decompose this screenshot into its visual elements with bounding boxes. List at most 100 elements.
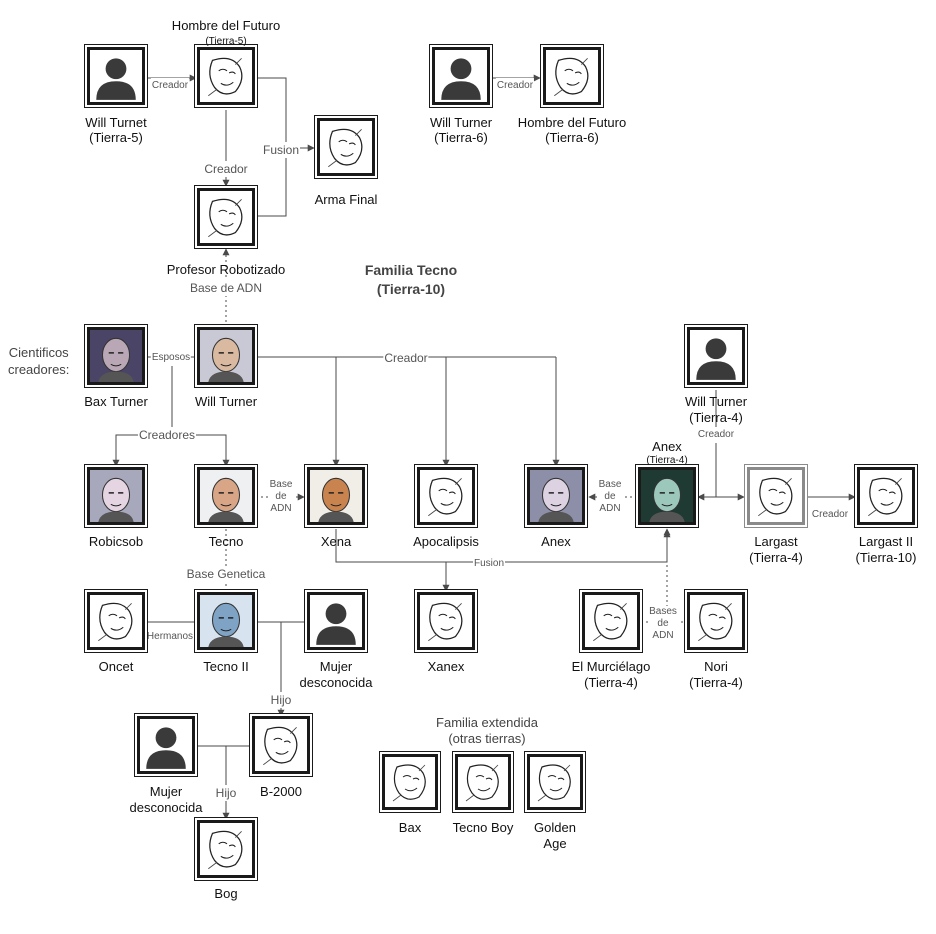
character-subtitle: (Tierra-4) — [749, 550, 803, 566]
character-portrait — [750, 470, 802, 522]
character-portrait — [310, 470, 362, 522]
portrait-largast2[interactable] — [857, 467, 915, 525]
edge-label-base-adn: Base de ADN — [598, 479, 623, 515]
character-name: Xanex — [428, 659, 465, 675]
character-name: Tecno II — [203, 659, 249, 675]
portrait-will-t5[interactable] — [87, 47, 145, 105]
edge-label-line: de — [649, 618, 677, 630]
character-name: Hombre del Futuro — [172, 18, 280, 34]
character-name: Bax Turner — [84, 394, 148, 410]
edge-label-creador: Creador — [203, 161, 248, 177]
silhouette-icon — [310, 595, 362, 647]
character-portrait — [255, 719, 307, 771]
edge-label-line: de — [270, 491, 293, 503]
portrait-largast[interactable] — [747, 467, 805, 525]
edge-label-creador: Creador — [697, 427, 735, 443]
portrait-bax-turner[interactable] — [87, 327, 145, 385]
portrait-hdf-t6[interactable] — [543, 47, 601, 105]
portrait-apocalipsis[interactable] — [417, 467, 475, 525]
edge-label-line: de — [599, 491, 622, 503]
character-subtitle: (Tierra-5) — [89, 130, 143, 146]
character-portrait — [530, 757, 580, 807]
character-name: Anex — [652, 439, 682, 455]
character-name: El Murciélago — [572, 659, 651, 675]
character-name: Arma Final — [315, 192, 378, 208]
character-subtitle: (Tierra-10) — [856, 550, 917, 566]
character-name: Will Turner — [195, 394, 257, 410]
portrait-will-turner[interactable] — [197, 327, 255, 385]
portrait-mujer2[interactable] — [137, 716, 195, 774]
character-name: Tecno — [209, 534, 244, 550]
character-portrait — [200, 330, 252, 382]
character-subtitle: (Tierra-6) — [545, 130, 599, 146]
silhouette-icon — [690, 330, 742, 382]
edge-label-line: Base — [270, 479, 293, 491]
edge-label-line: Base — [599, 479, 622, 491]
portrait-anex[interactable] — [527, 467, 585, 525]
character-subtitle: (Tierra-4) — [689, 410, 743, 426]
character-name: Mujer — [150, 784, 183, 800]
extended-label-line-2: (otras tierras) — [436, 731, 538, 747]
portrait-anex-t4[interactable] — [638, 467, 696, 525]
edge-label-hermanos: Hermanos — [146, 629, 194, 645]
character-portrait — [90, 470, 142, 522]
edge-label-hijo: Hijo — [215, 785, 238, 801]
title-line-2: (Tierra-10) — [365, 280, 457, 299]
character-name: Largast II — [859, 534, 913, 550]
scientists-label: Cientificos creadores: — [8, 344, 69, 378]
edge-label-line: ADN — [649, 630, 677, 642]
character-subtitle: desconocida — [300, 675, 373, 691]
character-portrait — [530, 470, 582, 522]
character-name: Mujer — [320, 659, 353, 675]
portrait-will-t6[interactable] — [432, 47, 490, 105]
character-portrait — [546, 50, 598, 102]
portrait-golden-age[interactable] — [527, 754, 583, 810]
portrait-xanex[interactable] — [417, 592, 475, 650]
portrait-oncet[interactable] — [87, 592, 145, 650]
edge-fusion-hdf — [256, 78, 314, 148]
character-portrait — [320, 121, 372, 173]
portrait-tecno2[interactable] — [197, 592, 255, 650]
character-portrait — [690, 595, 742, 647]
portrait-nori[interactable] — [687, 592, 745, 650]
character-portrait — [458, 757, 508, 807]
portrait-bax[interactable] — [382, 754, 438, 810]
edge-label-creador: Creador — [811, 507, 849, 523]
character-name: Anex — [541, 534, 571, 550]
portrait-tecno[interactable] — [197, 467, 255, 525]
portrait-hdf-t5[interactable] — [197, 47, 255, 105]
character-name: Apocalipsis — [413, 534, 479, 550]
character-name: Profesor Robotizado — [167, 262, 286, 278]
character-subtitle: Age — [543, 836, 566, 852]
edge-label-fusion: Fusion — [473, 556, 505, 572]
character-portrait — [90, 330, 142, 382]
portrait-mujer1[interactable] — [307, 592, 365, 650]
portrait-xena[interactable] — [307, 467, 365, 525]
edge-label-creador: Creador — [496, 78, 534, 94]
portrait-arma-final[interactable] — [317, 118, 375, 176]
character-portrait — [585, 595, 637, 647]
character-portrait — [385, 757, 435, 807]
portrait-robicsob[interactable] — [87, 467, 145, 525]
edge-label-bases-adn: Bases de ADN — [648, 606, 678, 642]
portrait-murcielago[interactable] — [582, 592, 640, 650]
extended-label-line-1: Familia extendida — [436, 715, 538, 731]
character-portrait — [200, 191, 252, 243]
character-subtitle: (Tierra-4) — [689, 675, 743, 691]
silhouette-icon — [90, 50, 142, 102]
character-name: Will Turner — [430, 115, 492, 131]
character-subtitle: (Tierra-6) — [434, 130, 488, 146]
scientists-label-line-1: Cientificos — [8, 344, 69, 361]
portrait-prof-robot[interactable] — [197, 188, 255, 246]
portrait-will-t4[interactable] — [687, 327, 745, 385]
portrait-b2000[interactable] — [252, 716, 310, 774]
character-portrait — [420, 470, 472, 522]
portrait-tecno-boy[interactable] — [455, 754, 511, 810]
character-name: Largast — [754, 534, 797, 550]
edge-label-hijo: Hijo — [270, 692, 293, 708]
silhouette-icon — [140, 719, 192, 771]
character-name: Hombre del Futuro — [518, 115, 626, 131]
character-name: Robicsob — [89, 534, 143, 550]
portrait-bog[interactable] — [197, 820, 255, 878]
page-title: Familia Tecno (Tierra-10) — [365, 261, 457, 299]
